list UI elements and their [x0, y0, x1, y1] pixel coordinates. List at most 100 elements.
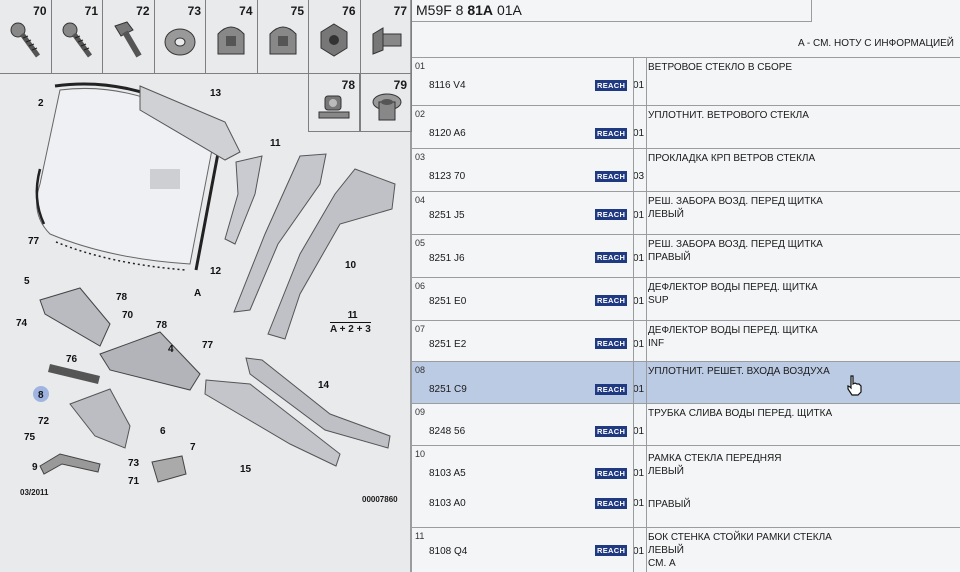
reach-badge: REACH — [595, 498, 628, 509]
fastener-cell-75[interactable]: 75 — [258, 0, 309, 74]
part-reference[interactable]: 8248 56 — [429, 426, 466, 437]
reach-badge: REACH — [595, 468, 628, 479]
fastener-cell-71[interactable]: 71 — [52, 0, 103, 74]
part-reference[interactable]: 8116 V4 — [429, 80, 466, 91]
fastener-number: 74 — [239, 4, 253, 18]
callout-number[interactable]: 7 — [190, 442, 196, 453]
part-reference[interactable]: 8251 E2 — [429, 339, 467, 350]
callout-number[interactable]: 6 — [160, 426, 166, 437]
callout-number[interactable]: 11 — [270, 138, 281, 149]
reach-badge: REACH — [595, 295, 628, 306]
fastener-number: 76 — [342, 4, 356, 18]
callout-number[interactable]: 78 — [116, 292, 128, 303]
part-reference[interactable]: 8103 A5 — [429, 468, 466, 479]
part-quantity: 01 — [633, 384, 645, 395]
fastener-cell-70[interactable]: 70 — [0, 0, 52, 74]
callout-number[interactable]: 1 — [352, 310, 358, 321]
part-reference[interactable]: 8108 Q4 — [429, 546, 468, 557]
ref-prefix: M59F 8 — [416, 2, 464, 18]
fastener-cell-77[interactable]: 77 — [361, 0, 412, 74]
row-position: 05 — [415, 238, 426, 248]
screw-icon — [62, 22, 92, 58]
reach-badge: REACH — [595, 128, 628, 139]
callout-number[interactable]: 2 — [38, 98, 44, 109]
diagram-code: 00007860 — [362, 495, 398, 504]
callout-number[interactable]: 72 — [38, 416, 50, 427]
part-reference[interactable]: 8251 E0 — [429, 296, 467, 307]
reach-badge: REACH — [595, 171, 628, 182]
description-line: РАМКА СТЕКЛА ПЕРЕДНЯЯ — [648, 453, 782, 464]
part-reference[interactable]: 8103 A0 — [429, 498, 466, 509]
part-quantity: 01 — [633, 253, 645, 264]
callout-number[interactable]: 8 — [38, 390, 44, 401]
part-description: ПРАВЫЙ — [648, 499, 691, 510]
washer-icon — [164, 28, 195, 56]
fastener-cell-76[interactable]: 76 — [309, 0, 361, 74]
callout-number[interactable]: 10 — [345, 260, 357, 271]
row-position: 08 — [415, 365, 426, 375]
fastener-cell-79[interactable]: 79 — [360, 74, 412, 132]
callout-number[interactable]: A — [194, 288, 201, 299]
callout-number[interactable]: 77 — [28, 236, 40, 247]
callout-number[interactable]: 12 — [210, 266, 222, 277]
description-line: УПЛОТНИТ. РЕШЕТ. ВХОДА ВОЗДУХА — [648, 366, 830, 377]
callout-number[interactable]: 75 — [24, 432, 36, 443]
row-position: 07 — [415, 324, 426, 334]
plug-icon — [372, 93, 402, 121]
callout-number[interactable]: 4 — [168, 344, 174, 355]
callout-number[interactable]: 74 — [16, 318, 28, 329]
fastener-number: 79 — [393, 78, 407, 92]
description-line: УПЛОТНИТ. ВЕТРОВОГО СТЕКЛА — [648, 110, 809, 121]
column-divider — [633, 58, 634, 572]
callout-number[interactable]: 71 — [128, 476, 140, 487]
description-line: ВЕТРОВОЕ СТЕКЛО В СБОРЕ — [648, 62, 793, 73]
part-reference[interactable]: 8251 C9 — [429, 384, 467, 395]
part-reference[interactable]: 8123 70 — [429, 171, 466, 182]
part-reference[interactable]: 8251 J6 — [429, 253, 465, 264]
fastener-cell-73[interactable]: 73 — [155, 0, 206, 74]
parts-table: M59F 8 81A 01A A - СМ. НОТУ С ИНФОРМАЦИЕ… — [412, 0, 960, 572]
hand-cursor-icon — [847, 375, 862, 396]
callout-number[interactable]: 76 — [66, 354, 78, 365]
description-qualifier: ЛЕВЫЙ — [648, 545, 684, 556]
part-reference[interactable]: 8120 A6 — [429, 128, 466, 139]
callout-number[interactable]: 9 — [32, 462, 38, 473]
column-divider — [646, 58, 647, 572]
air-grille-right — [99, 331, 201, 391]
callout-number[interactable]: 14 — [318, 380, 330, 391]
callout-number[interactable]: 13 — [210, 88, 222, 99]
fastener-cell-78[interactable]: 78 — [308, 74, 360, 132]
callout-number[interactable]: 78 — [156, 320, 168, 331]
callout-number[interactable]: 15 — [240, 464, 252, 475]
callout-number[interactable]: 73 — [128, 458, 140, 469]
part-description: УПЛОТНИТ. ВЕТРОВОГО СТЕКЛА — [648, 109, 809, 122]
part-reference[interactable]: 8251 J5 — [429, 210, 465, 221]
reach-badge: REACH — [595, 426, 628, 437]
row-position: 03 — [415, 152, 426, 162]
callout-number[interactable]: 5 — [24, 276, 30, 287]
callout-number[interactable]: 70 — [122, 310, 134, 321]
row-position: 01 — [415, 61, 426, 71]
description-qualifier: ЛЕВЫЙ — [648, 209, 684, 220]
description-line: ДЕФЛЕКТОР ВОДЫ ПЕРЕД. ЩИТКА — [648, 325, 818, 336]
fastener-cell-72[interactable]: 72 — [103, 0, 155, 74]
part-quantity: 01 — [633, 546, 645, 557]
fastener-cell-74[interactable]: 74 — [206, 0, 258, 74]
callout-number[interactable]: 77 — [202, 340, 214, 351]
